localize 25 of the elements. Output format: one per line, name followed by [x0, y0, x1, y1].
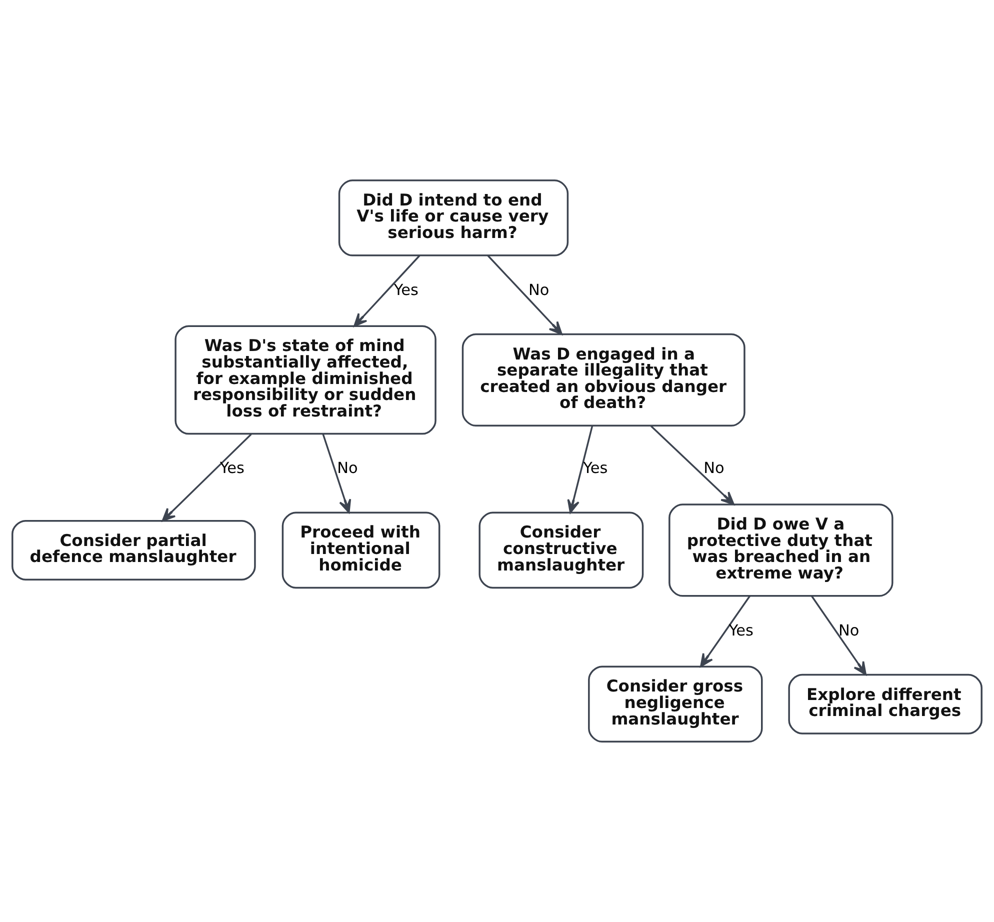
node-box: Did D owe V a protective duty that was breached in an extreme way?: [668, 504, 894, 597]
arrow: [322, 434, 352, 514]
node-box: Consider constructive manslaughter: [478, 512, 644, 589]
edge-label: Yes: [220, 459, 244, 478]
arrow: [354, 255, 420, 327]
arrow: [650, 425, 734, 506]
node-box: Explore different criminal charges: [788, 674, 982, 734]
node-box: Consider partial defence manslaughter: [12, 520, 256, 580]
edge-label: No: [528, 280, 550, 299]
node-box: Consider gross negligence manslaughter: [588, 666, 763, 743]
node-box: Was D's state of mind substantially affected, for example diminished responsibility or sudden loss of restraint?: [174, 325, 436, 435]
node-box: Did D intend to end V's life or cause very serious harm?: [338, 179, 569, 256]
node-box: Was D engaged in a separate illegality that created an obvious danger of death?: [462, 333, 746, 427]
edge-label: No: [838, 621, 860, 640]
arrow: [810, 596, 866, 676]
arrow: [162, 434, 252, 522]
node-box: Proceed with intentional homicide: [282, 512, 440, 589]
edge-label: Yes: [728, 621, 754, 640]
edge-label: Yes: [583, 459, 608, 478]
arrow: [487, 255, 562, 335]
arrow: [567, 426, 594, 514]
edge-label: No: [337, 459, 358, 478]
edge-label: Yes: [394, 280, 418, 299]
edge-label: No: [704, 459, 724, 478]
arrow: [700, 596, 751, 668]
